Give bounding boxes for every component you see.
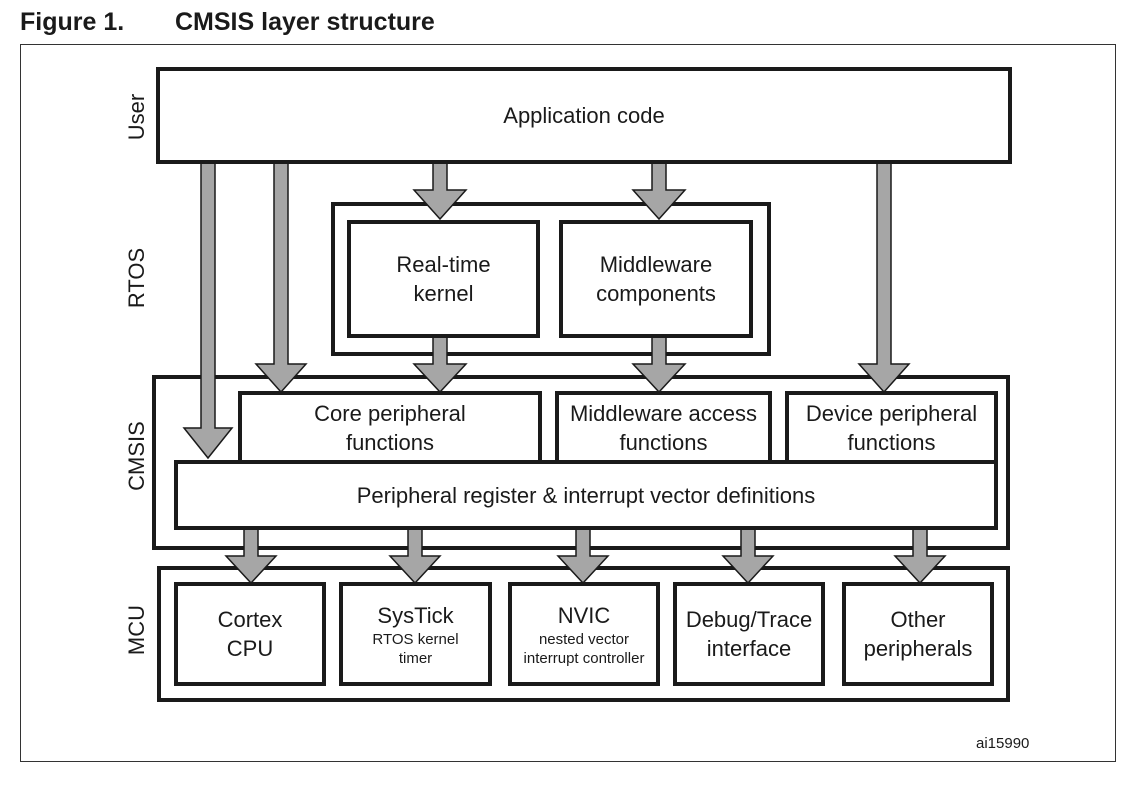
nvic-title: NVIC	[557, 602, 611, 628]
figure-frame	[20, 44, 1116, 762]
peripheral-register-label: Peripheral register & interrupt vector d…	[356, 482, 816, 508]
device-peripheral-line1: Device peripheral	[805, 401, 978, 426]
arrow-app-to-middleware	[631, 162, 687, 221]
cortex-cpu-line1: Cortex	[217, 607, 283, 632]
core-peripheral-block: Core peripheral functions	[238, 391, 542, 465]
application-code-label: Application code	[503, 103, 665, 128]
arrow-app-to-core	[254, 162, 308, 394]
device-peripheral-block: Device peripheral functions	[785, 391, 998, 465]
figure-title: CMSIS layer structure	[175, 8, 435, 36]
other-peripherals-block: Other peripherals	[842, 582, 994, 686]
cortex-cpu-line2: CPU	[226, 636, 274, 661]
layer-label-rtos: RTOS	[124, 247, 149, 309]
middleware-access-line2: functions	[619, 430, 708, 455]
arrow-register-to-other	[893, 526, 947, 585]
figure-caption: Figure 1. CMSIS layer structure	[20, 8, 435, 37]
core-peripheral-line1: Core peripheral	[314, 401, 466, 426]
peripheral-register-block: Peripheral register & interrupt vector d…	[174, 460, 998, 530]
middleware-components-line2: components	[596, 281, 716, 306]
arrow-middleware-to-access	[631, 336, 687, 394]
arrow-register-to-debug	[721, 526, 775, 585]
core-peripheral-line2: functions	[345, 430, 435, 455]
debug-trace-block: Debug/Trace interface	[673, 582, 825, 686]
other-peripherals-line2: peripherals	[863, 636, 973, 661]
arrow-register-to-systick	[388, 526, 442, 585]
nvic-sub-line1: nested vector	[538, 630, 630, 648]
layer-label-user: User	[124, 93, 149, 141]
debug-trace-line1: Debug/Trace	[685, 607, 813, 632]
realtime-kernel-line2: kernel	[413, 281, 474, 306]
other-peripherals-line1: Other	[890, 607, 946, 632]
arrow-register-to-nvic	[556, 526, 610, 585]
middleware-components-line1: Middleware	[599, 252, 713, 277]
layer-label-mcu: MCU	[124, 604, 149, 656]
realtime-kernel-block: Real-time kernel	[347, 220, 540, 338]
arrow-app-to-register	[182, 162, 234, 460]
systick-sub-line2: timer	[398, 649, 433, 667]
arrow-register-to-cortex	[224, 526, 278, 585]
middleware-access-line1: Middleware access	[569, 401, 758, 426]
device-peripheral-line2: functions	[847, 430, 936, 455]
middleware-access-block: Middleware access functions	[555, 391, 772, 465]
arrow-kernel-to-cmsis	[412, 336, 468, 394]
nvic-sub-line2: interrupt controller	[523, 649, 645, 667]
systick-sub-line1: RTOS kernel	[372, 630, 459, 648]
arrow-app-to-device	[857, 162, 911, 394]
systick-title: SysTick	[377, 602, 454, 628]
figure-id: ai15990	[976, 735, 1030, 752]
figure-number: Figure 1.	[20, 8, 125, 36]
realtime-kernel-line1: Real-time	[396, 252, 491, 277]
middleware-components-block: Middleware components	[559, 220, 753, 338]
debug-trace-line2: interface	[706, 636, 792, 661]
application-code-block: Application code	[156, 67, 1012, 164]
layer-label-cmsis: CMSIS	[124, 421, 149, 491]
arrow-app-to-kernel	[412, 162, 468, 221]
